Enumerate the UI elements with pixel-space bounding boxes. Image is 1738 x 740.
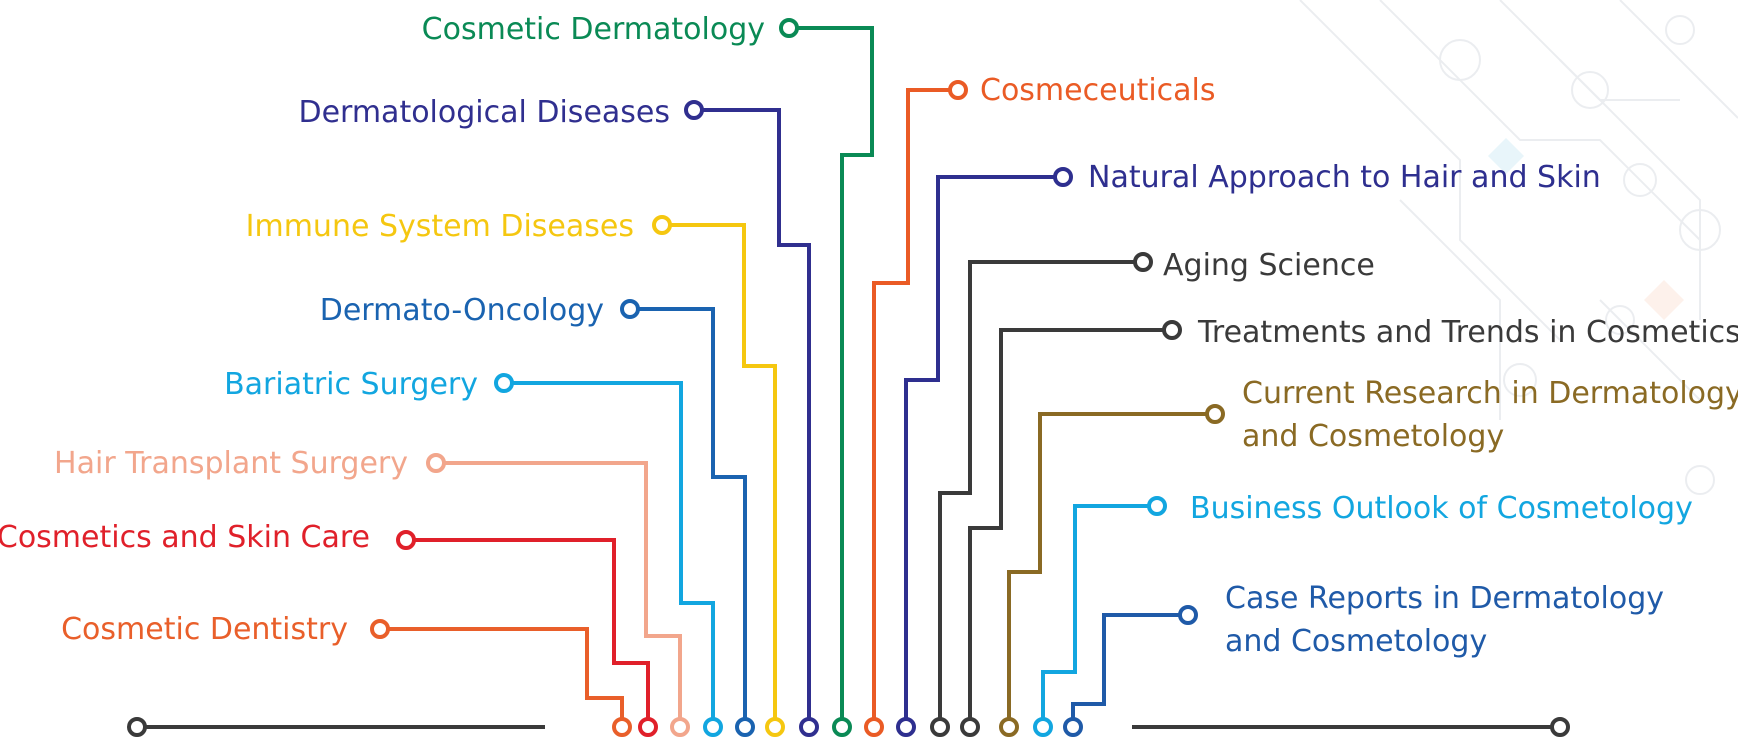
- route-line: [1007, 412, 1215, 727]
- topic-label: Cosmetics and Skin Care: [0, 520, 370, 555]
- terminal-node: [832, 717, 852, 737]
- route-end-node: [370, 619, 390, 639]
- terminal-node: [1063, 717, 1083, 737]
- route-end-node: [426, 453, 446, 473]
- terminal-node: [960, 717, 980, 737]
- route-line: [436, 461, 682, 727]
- topic-label: Immune System Diseases: [246, 209, 634, 244]
- topic-label: Business Outlook of Cosmetology: [1190, 491, 1693, 526]
- background-circuit-decoration: [1299, 0, 1738, 495]
- terminal-node: [799, 717, 819, 737]
- route-line: [662, 223, 777, 727]
- topic-label: Current Research in Dermatology: [1242, 376, 1738, 411]
- topic-label: Bariatric Surgery: [224, 367, 478, 402]
- route-end-node: [1162, 320, 1182, 340]
- terminal-node: [765, 717, 785, 737]
- baseline-end-node: [127, 717, 147, 737]
- topic-label: Case Reports in Dermatology: [1225, 581, 1664, 616]
- route-end-node: [1147, 496, 1167, 516]
- terminal-node: [670, 717, 690, 737]
- topic-label: Natural Approach to Hair and Skin: [1088, 160, 1601, 195]
- route-line: [380, 627, 624, 727]
- topic-label: Cosmeceuticals: [980, 73, 1216, 108]
- terminal-node: [896, 717, 916, 737]
- route-line: [630, 307, 747, 727]
- route-line: [406, 538, 650, 727]
- terminal-node: [930, 717, 950, 737]
- topic-routes: [370, 18, 1225, 737]
- route-end-node: [684, 100, 704, 120]
- topic-label-line2: and Cosmetology: [1225, 624, 1487, 659]
- topic-label: Treatments and Trends in Cosmetics: [1197, 315, 1738, 350]
- topic-label: Aging Science: [1163, 248, 1375, 283]
- terminal-node: [612, 717, 632, 737]
- baseline-end-node: [1550, 717, 1570, 737]
- baselines: [127, 717, 1570, 737]
- route-line: [504, 381, 715, 727]
- topic-label: Cosmetic Dermatology: [422, 12, 765, 47]
- route-end-node: [620, 299, 640, 319]
- topic-label: Hair Transplant Surgery: [54, 446, 408, 481]
- topic-label: Dermatological Diseases: [298, 95, 670, 130]
- route-line: [904, 175, 1063, 727]
- route-line: [694, 108, 811, 727]
- route-end-node: [1178, 605, 1198, 625]
- route-end-node: [1205, 404, 1225, 424]
- route-end-node: [652, 215, 672, 235]
- route-line: [789, 26, 874, 727]
- route-end-node: [948, 80, 968, 100]
- terminal-node: [703, 717, 723, 737]
- route-end-node: [1133, 252, 1153, 272]
- route-line: [968, 328, 1172, 727]
- terminal-node: [999, 717, 1019, 737]
- terminal-node: [735, 717, 755, 737]
- terminal-node: [638, 717, 658, 737]
- terminal-node: [864, 717, 884, 737]
- route-end-node: [396, 530, 416, 550]
- topic-label-line2: and Cosmetology: [1242, 419, 1504, 454]
- route-line: [938, 260, 1143, 727]
- route-line: [1041, 504, 1157, 727]
- route-end-node: [1053, 167, 1073, 187]
- terminal-node: [1033, 717, 1053, 737]
- route-end-node: [494, 373, 514, 393]
- topic-label: Dermato-Oncology: [320, 293, 604, 328]
- topic-label: Cosmetic Dentistry: [61, 612, 348, 647]
- route-end-node: [779, 18, 799, 38]
- route-line: [1071, 613, 1188, 727]
- route-line: [872, 88, 958, 727]
